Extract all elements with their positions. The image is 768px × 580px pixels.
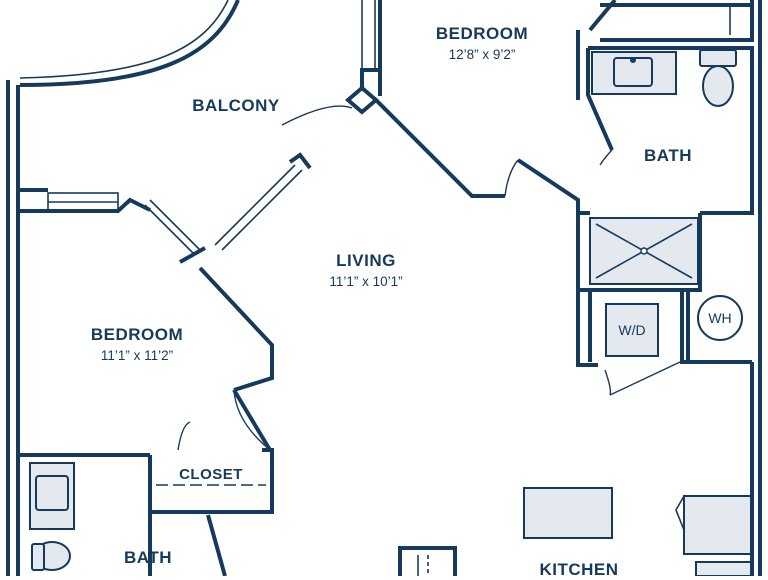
wall-top-bath [586,46,754,215]
wall-top-right [576,0,762,576]
door-balcony-swing [281,105,353,126]
kitchen-counter-right [683,495,753,555]
room-dimensions: 12’8” x 9’2” [448,47,516,62]
room-label-living: LIVING 11’1” x 10’1” [329,251,402,289]
room-name: KITCHEN [539,560,619,579]
room-dimensions: 11’1” x 11’2” [100,348,174,363]
washer-dryer [605,303,659,357]
bath-top-faucet [630,57,636,63]
room-name: LIVING [336,251,396,270]
bath-top-toilet-bowl [702,65,734,107]
door-laundry-swing [604,361,681,396]
room-label-bath-top: BATH [644,146,692,166]
slider-living-balcony [214,164,296,246]
wall-shower [578,211,702,292]
door-bedroom-swing [233,389,271,451]
room-name: CLOSET [179,466,243,483]
wall-topbed-bath [516,158,598,367]
room-label-balcony: BALCONY [192,96,280,116]
room-label-closet: CLOSET [179,466,243,483]
kitchen-island [523,487,613,539]
wall-bedroom-living-diag [179,246,274,392]
balcony-curve [19,0,240,87]
room-name: BALCONY [192,96,280,115]
wall-bedroom-top [18,197,151,213]
bath-top-toilet-tank [699,49,737,67]
door-bath-top-swing [599,149,613,166]
room-label-bedroom-left: BEDROOM 11’1” x 11’2” [91,325,183,363]
bath-bottom-sink [35,475,69,511]
water-heater-label: WH [708,310,732,326]
wall-bedroom-living-lower [232,388,272,452]
wall-living-topbedroom-diag [374,98,505,198]
shower-drain [640,247,648,255]
room-name: BATH [644,146,692,165]
room-name: BEDROOM [90,325,184,344]
room-label-bath-bottom: BATH [124,548,172,568]
bath-bottom-toilet-tank [31,543,45,571]
balcony-curve-inner [19,0,229,79]
washer-dryer-label: W/D [618,322,646,338]
slider-bedroom-balcony [144,204,196,256]
room-name: BEDROOM [435,24,529,43]
wall-left-bath [16,455,227,576]
slider-bedroom-balcony-2 [149,199,201,251]
wall-column-top [344,68,382,115]
wall-living-balcony-end [288,152,312,170]
kitchen-pantry [398,546,457,576]
kitchen-counter-right-2 [695,561,753,576]
water-heater [697,295,743,341]
room-label-bedroom-top: BEDROOM 12’8” x 9’2” [436,24,528,62]
wall-laundry [588,290,752,364]
room-dimensions: 11’1” x 10’1” [329,274,403,289]
door-top-bedroom-swing [504,159,519,197]
door-closet-swing [177,421,191,451]
room-name: BATH [124,548,172,567]
room-label-kitchen: KITCHEN [539,560,618,580]
kitchen-counter-right-edge [675,495,685,531]
slider-living-balcony-2 [221,169,303,251]
wall-closet [148,448,274,514]
